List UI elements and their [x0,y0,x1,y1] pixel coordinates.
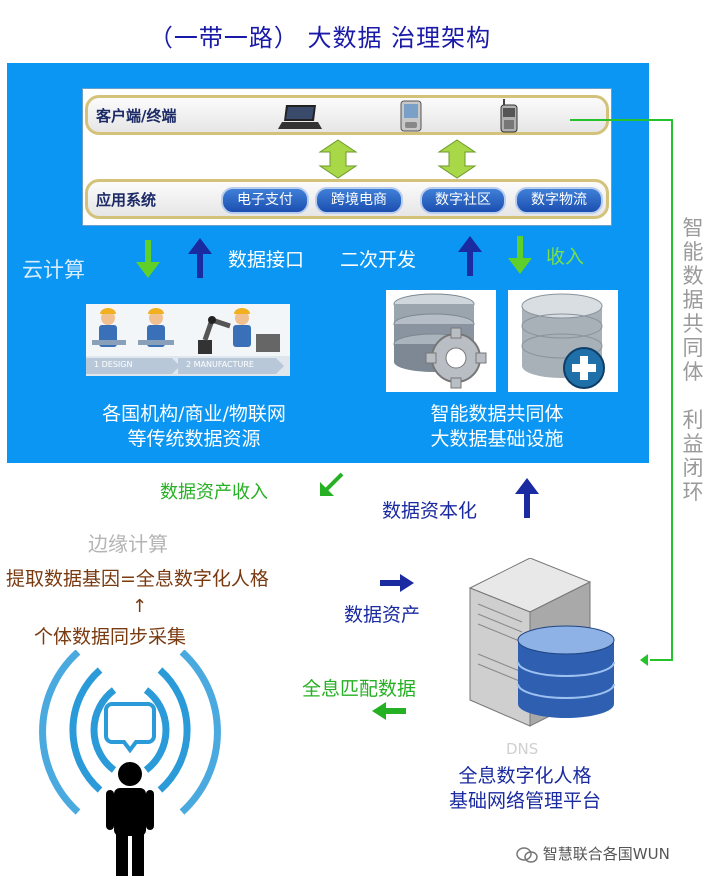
client-terminal-bar: 客户端/终端 [85,95,609,135]
up-arrow-icon [188,238,212,278]
extract-data-gene-label: 提取数据基因=全息数字化人格 [6,568,269,590]
infrastructure-caption-line2: 大数据基础设施 [430,428,564,450]
data-capitalization-label: 数据资本化 [382,500,478,522]
database-gear-icon [386,290,496,392]
platform-caption: 全息数字化人格 基础网络管理平台 [420,764,630,814]
up-arrow-icon [515,478,539,518]
individual-data-collection-label: 个体数据同步采集 [34,626,187,648]
vertical-char: 数 [682,264,704,288]
down-arrow-icon [136,240,160,278]
vertical-char: 体 [682,360,704,384]
page-title: （一带一路） 大数据 治理架构 [148,24,492,52]
manufacturing-illustration: 1 DESIGN 2 MANUFACTURE [86,304,290,376]
app-pill-digital-community[interactable]: 数字社区 [420,187,506,214]
database-add-icon [508,290,618,392]
app-pill-digital-logistics[interactable]: 数字物流 [515,187,603,214]
app-pill-cross-border[interactable]: 跨境电商 [315,187,403,214]
terminal-app-box: 客户端/终端 应用系统 电子支付 跨境电商 数字社区 数字物流 [82,88,612,226]
vertical-char: 环 [682,480,704,504]
up-arrow-icon: ↑ [132,596,148,617]
manufacture-step-label: 2 MANUFACTURE [186,360,254,369]
client-terminal-label: 客户端/终端 [96,107,177,125]
traditional-data-caption: 各国机构/商业/物联网 等传统数据资源 [70,402,318,452]
mobile-phone-icon [500,99,518,133]
wechat-icon [516,846,538,863]
laptop-icon [278,105,322,129]
left-arrow-icon [372,702,406,720]
traditional-data-caption-line1: 各国机构/商业/物联网 [102,403,286,425]
data-interface-label: 数据接口 [228,249,305,271]
vertical-char [680,384,706,408]
design-step-label: 1 DESIGN [94,360,133,369]
person-signal-icon [30,649,230,878]
vertical-char: 据 [682,288,704,312]
up-arrow-icon [458,236,482,276]
app-pill-e-payment[interactable]: 电子支付 [221,187,309,214]
watermark-text: 智慧联合各国WUN [542,845,670,863]
vertical-char: 智 [682,216,704,240]
platform-caption-line2: 基础网络管理平台 [448,790,601,812]
application-system-bar: 应用系统 电子支付 跨境电商 数字社区 数字物流 [85,179,609,219]
benefit-loop-connector [570,119,673,666]
holographic-match-label: 全息匹配数据 [302,678,417,700]
vertical-char: 益 [682,432,704,456]
traditional-data-caption-line2: 等传统数据资源 [127,428,261,450]
cloud-computing-label: 云计算 [22,258,85,282]
right-arrow-icon [380,574,414,592]
dns-label: DNS [506,740,539,758]
secondary-development-label: 二次开发 [340,249,417,271]
vertical-char: 能 [682,240,704,264]
application-system-label: 应用系统 [96,191,157,209]
up-down-arrow-icon [318,139,358,179]
vertical-char: 共 [682,312,704,336]
data-asset-label: 数据资产 [344,604,421,626]
benefit-loop-vertical-text: 智 能 数 据 共 同 体 利 益 闭 环 [680,216,706,504]
platform-caption-line1: 全息数字化人格 [458,765,592,787]
watermark: 智慧联合各国WUN [516,843,670,864]
vertical-char: 利 [682,408,704,432]
edge-computing-label: 边缘计算 [88,532,168,556]
up-down-arrow-icon [437,139,477,179]
down-left-arrow-icon [320,472,344,496]
dns-server-icon [460,557,620,728]
tablet-icon [400,100,422,132]
down-arrow-icon [508,236,532,274]
vertical-char: 同 [682,336,704,360]
infrastructure-caption: 智能数据共同体 大数据基础设施 [392,402,602,452]
infrastructure-caption-line1: 智能数据共同体 [430,403,564,425]
data-asset-income-label: 数据资产收入 [160,482,268,503]
income-label: 收入 [546,246,585,268]
vertical-char: 闭 [682,456,704,480]
